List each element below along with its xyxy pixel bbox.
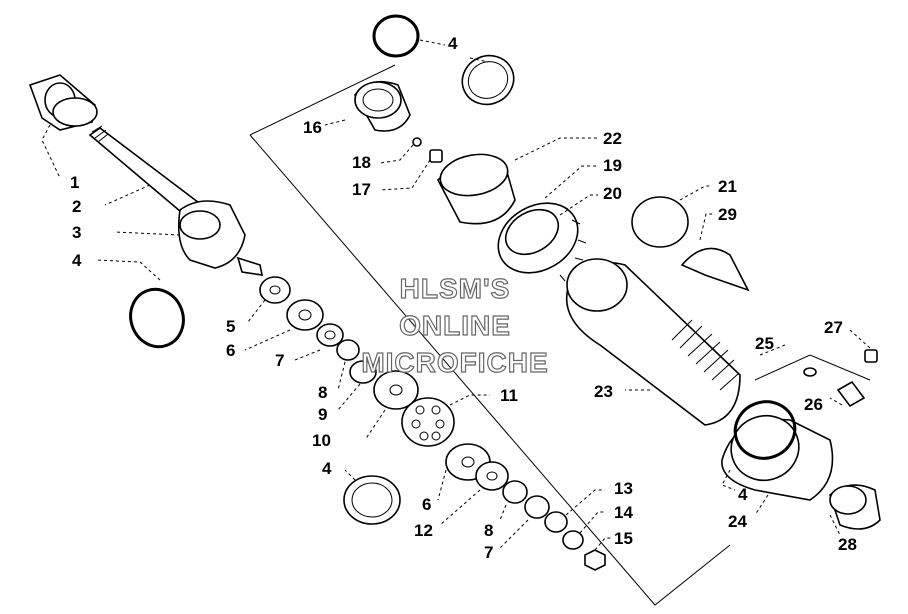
part-23-cylinder [566, 258, 741, 426]
part-17-valve [429, 149, 443, 163]
part-6-washer [286, 299, 324, 331]
part-8-shim [336, 339, 360, 361]
callout-6-upper: 6 [226, 341, 235, 360]
part-15-nut [584, 549, 606, 571]
callout-7-lower: 7 [484, 543, 493, 562]
callout-4-left: 4 [72, 251, 82, 270]
part-4-o-ring-top [372, 14, 420, 58]
part-10-washer [373, 370, 419, 410]
part-14-shim [562, 530, 584, 550]
part-7-shim [316, 323, 344, 347]
callout-6-lower: 6 [422, 495, 431, 514]
callout-14: 14 [614, 503, 633, 522]
callout-15: 15 [614, 529, 633, 548]
callout-3: 3 [72, 223, 81, 242]
part-26-valve-stem [803, 367, 866, 408]
callout-11: 11 [500, 386, 518, 405]
part-9-shim [349, 360, 377, 384]
part-4-band-top [461, 54, 515, 106]
callout-16: 16 [303, 118, 322, 137]
callout-21: 21 [718, 177, 737, 196]
callout-27: 27 [824, 318, 843, 337]
leader-lines [41, 39, 871, 551]
part-22-bushing [437, 153, 516, 225]
part-19-20-collar-nut [497, 202, 587, 282]
callout-26: 26 [804, 395, 823, 414]
callout-25: 25 [755, 334, 774, 353]
callout-8-lower: 8 [484, 521, 493, 540]
callout-4-lower: 4 [322, 459, 332, 478]
callout-24: 24 [728, 512, 747, 531]
callout-7-upper: 7 [275, 351, 284, 370]
part-24-reservoir [721, 414, 834, 501]
part-5-washer [259, 276, 291, 304]
callout-18: 18 [352, 153, 371, 172]
part-8-lower-shim [502, 480, 528, 504]
part-7-lower-shim [524, 495, 550, 519]
part-27-valve-cap [864, 349, 878, 363]
callout-10: 10 [312, 431, 331, 450]
callout-4-right: 4 [738, 485, 748, 504]
part-4-o-ring-right [733, 400, 797, 460]
callout-4-top: 4 [448, 34, 458, 53]
part-28-bushing [829, 484, 881, 530]
group-bracket-left [249, 134, 731, 606]
group-bracket-top [249, 64, 396, 136]
part-16-bearing-cap [354, 80, 411, 132]
part-13-shim [544, 511, 568, 533]
part-21-disc [631, 196, 689, 248]
callout-labels: 1 2 3 4 4 16 18 17 22 19 20 21 29 5 6 7 … [70, 34, 857, 562]
callout-2: 2 [72, 197, 81, 216]
part-25-bracket [754, 354, 871, 381]
part-4-band-bottom [343, 475, 401, 525]
callout-19: 19 [603, 156, 622, 175]
callout-29: 29 [718, 205, 737, 224]
callout-20: 20 [603, 184, 622, 203]
callout-28: 28 [838, 535, 857, 554]
callout-13: 13 [614, 479, 633, 498]
watermark-line-3: MICROFICHE [361, 347, 548, 378]
watermark-line-1: HLSM'S [400, 273, 511, 304]
part-11-piston [401, 397, 455, 447]
callout-17: 17 [352, 180, 371, 199]
callout-1: 1 [70, 173, 79, 192]
callout-9: 9 [318, 405, 327, 424]
part-29-clip [680, 247, 750, 292]
watermark: HLSM'S ONLINE MICROFICHE [361, 272, 549, 378]
part-18-small-o-ring [412, 137, 422, 147]
watermark-line-2: ONLINE [399, 310, 511, 341]
callout-5: 5 [226, 317, 235, 336]
callout-12: 12 [414, 521, 433, 540]
callout-23: 23 [594, 382, 613, 401]
part-1-end-cap [28, 74, 98, 131]
part-3-body-eye [177, 200, 264, 276]
part-4-o-ring-left [129, 287, 185, 349]
callout-22: 22 [603, 129, 622, 148]
part-12-washer [475, 461, 509, 491]
callout-8-upper: 8 [318, 383, 327, 402]
